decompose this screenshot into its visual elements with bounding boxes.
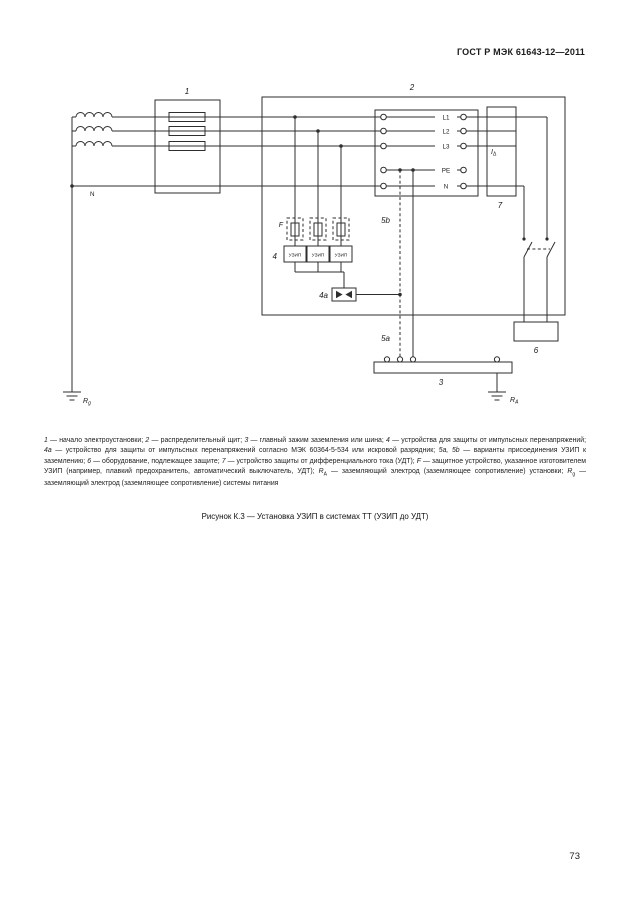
terminal-icon bbox=[380, 182, 387, 190]
main-earthing-terminal: 3 bbox=[373, 356, 513, 387]
terminal-icon bbox=[380, 142, 387, 150]
label-3: 3 bbox=[439, 378, 444, 387]
ground-symbol-icon bbox=[488, 391, 506, 401]
label-5a: 5a bbox=[381, 334, 390, 343]
circuit-diagram: Rg N 1 2 bbox=[63, 83, 566, 407]
fuse-icon bbox=[290, 222, 300, 237]
spd-label: УЗИП bbox=[335, 253, 348, 259]
ra-label: RA bbox=[510, 397, 519, 406]
terminal-icon bbox=[380, 113, 387, 121]
spd-label: УЗИП bbox=[312, 253, 325, 259]
l1-label: L1 bbox=[442, 115, 450, 122]
n-conductor-label: N bbox=[90, 191, 95, 198]
ground-symbol-icon bbox=[63, 391, 81, 401]
rg-label: Rg bbox=[83, 398, 91, 407]
legend-item: Rg — заземляющий электрод (заземляющее с… bbox=[44, 468, 586, 487]
legend-item: 1 — начало электроустановки; bbox=[44, 437, 146, 444]
legend-item: 6 — оборудование, подлежащее защите; bbox=[87, 457, 222, 465]
protective-device-outline bbox=[286, 217, 304, 241]
terminal-icon bbox=[409, 356, 417, 363]
legend-item: 2 — распределительный щит; bbox=[145, 437, 245, 444]
contact-dot bbox=[545, 237, 549, 241]
source-earth-bus: Rg bbox=[63, 117, 91, 407]
l2-label: L2 bbox=[442, 129, 450, 136]
protective-device-outline bbox=[309, 217, 327, 241]
terminal-icon bbox=[460, 166, 467, 174]
figure-legend: 1 — начало электроустановки; 2 — распред… bbox=[44, 436, 586, 489]
spd-label: УЗИП bbox=[289, 253, 302, 259]
figure-caption: Рисунок К.3 — Установка УЗИП в системах … bbox=[201, 512, 429, 521]
installation-origin-box: 1 bbox=[154, 87, 221, 194]
supply-source bbox=[72, 112, 113, 147]
terminal-icon bbox=[396, 356, 404, 363]
page-number: 73 bbox=[569, 851, 580, 862]
contact-dot bbox=[522, 237, 526, 241]
terminal-icon bbox=[460, 127, 467, 135]
label-2: 2 bbox=[409, 83, 415, 92]
terminal-block: L1 L2 L3 PE N bbox=[374, 109, 479, 197]
label-6: 6 bbox=[534, 346, 539, 355]
page-header: ГОСТ Р МЭК 61643-12—2011 bbox=[456, 47, 585, 57]
switch-blade-icon bbox=[546, 241, 556, 258]
terminal-icon bbox=[460, 142, 467, 150]
terminal-icon bbox=[460, 113, 467, 121]
winding-l2-icon bbox=[75, 126, 113, 132]
protective-device-outline bbox=[332, 217, 350, 241]
spark-gap-icon bbox=[336, 290, 343, 299]
fuse-icon bbox=[168, 141, 206, 151]
fuse-icon bbox=[168, 112, 206, 122]
legend-item: 5a, 5b — варианты присоединения УЗИП к з… bbox=[44, 447, 586, 465]
spark-gap-box bbox=[331, 287, 357, 302]
terminal-icon bbox=[383, 356, 391, 363]
label-7: 7 bbox=[498, 201, 503, 210]
rcd-box: IΔ 7 bbox=[466, 106, 547, 210]
fuse-icon bbox=[168, 126, 206, 136]
legend-item: RA — заземляющий электрод (заземляющее с… bbox=[318, 468, 568, 478]
n-label: N bbox=[444, 184, 449, 191]
fuse-icon bbox=[336, 222, 346, 237]
legend-item: F — защитное устройство, указанное изгот… bbox=[44, 457, 586, 476]
winding-l1-icon bbox=[75, 112, 113, 118]
terminal-icon bbox=[380, 127, 387, 135]
installation-earth: RA bbox=[488, 373, 519, 406]
equipment-box: 6 bbox=[513, 321, 559, 355]
pe-label: PE bbox=[442, 168, 450, 175]
legend-item: 4a — устройство для защиты от импульсных… bbox=[44, 447, 439, 455]
terminal-icon bbox=[380, 166, 387, 174]
winding-l3-icon bbox=[75, 141, 113, 147]
label-1: 1 bbox=[185, 87, 189, 96]
residual-current-label: IΔ bbox=[491, 149, 497, 158]
legend-item: 3 — главный зажим заземления или шина; bbox=[244, 437, 387, 444]
terminal-icon bbox=[460, 182, 467, 190]
terminal-icon bbox=[493, 356, 501, 363]
label-f: F bbox=[279, 222, 284, 229]
legend-item: 7 — устройство защиты от дифференциально… bbox=[221, 457, 417, 465]
label-5b: 5b bbox=[381, 216, 390, 225]
phase-conductors: N bbox=[72, 116, 381, 198]
label-4: 4 bbox=[273, 252, 278, 261]
label-4a: 4a bbox=[319, 291, 328, 300]
outgoing-circuit bbox=[522, 117, 556, 322]
earthing-conductors: 5b 5a bbox=[381, 168, 415, 357]
spd-assembly: F УЗИП УЗИП УЗИП 4 4a bbox=[273, 115, 402, 302]
spark-gap-icon bbox=[345, 290, 352, 299]
l3-label: L3 bbox=[442, 144, 450, 151]
fuse-icon bbox=[313, 222, 323, 237]
legend-item: 4 — устройства для защиты от импульсных … bbox=[386, 437, 586, 444]
